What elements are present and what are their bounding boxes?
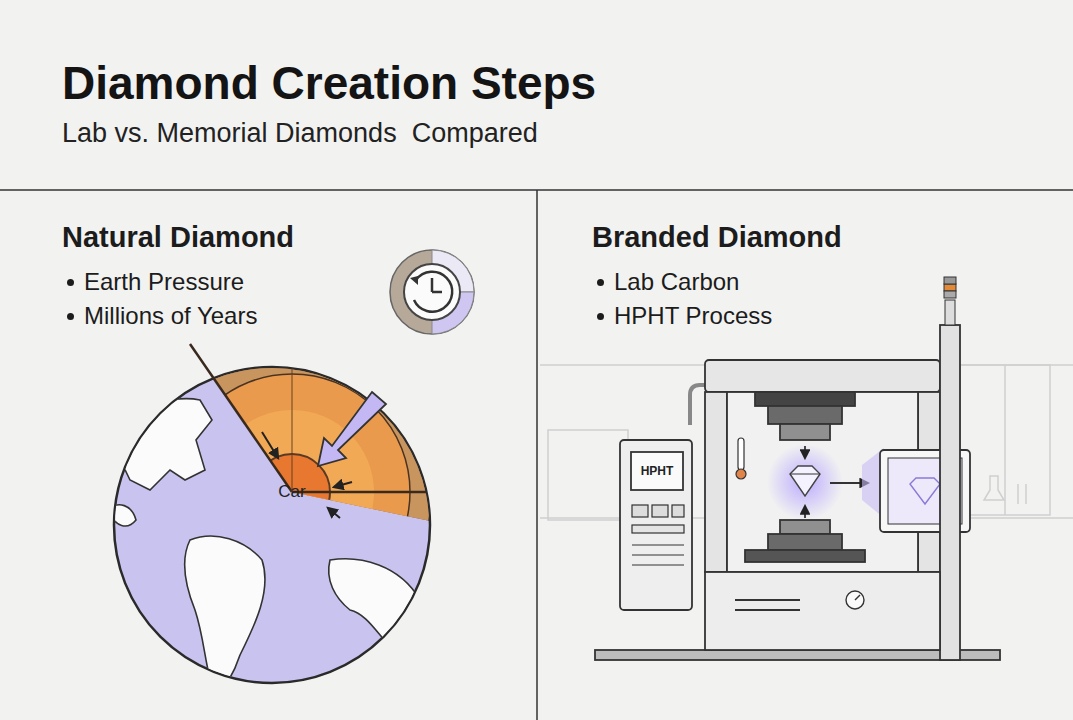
earth-globe bbox=[108, 322, 462, 700]
hpht-press bbox=[595, 277, 1000, 660]
bullet-item: Millions of Years bbox=[62, 302, 257, 330]
panel-heading: Natural Diamond bbox=[62, 221, 294, 254]
screen-label: HPHT bbox=[641, 464, 674, 478]
core-label: Car bbox=[278, 482, 305, 502]
bullet-dot bbox=[597, 313, 604, 320]
bullet-item: Earth Pressure bbox=[62, 268, 244, 296]
panel-divider bbox=[536, 190, 538, 720]
bullet-dot bbox=[597, 279, 604, 286]
bullet-dot bbox=[67, 313, 74, 320]
subtitle: Lab vs. Memorial Diamonds Compared bbox=[62, 118, 538, 149]
panel-region: Natural DiamondEarth PressureMillions of… bbox=[0, 191, 536, 720]
bullet-item: HPHT Process bbox=[592, 302, 772, 330]
panel-region: Branded DiamondLab CarbonHPHT Process bbox=[538, 191, 1073, 720]
pressure-arrow bbox=[318, 392, 386, 466]
panel-heading: Branded Diamond bbox=[592, 221, 842, 254]
bullet-item: Lab Carbon bbox=[592, 268, 739, 296]
bullet-dot bbox=[67, 279, 74, 286]
page-title: Diamond Creation Steps bbox=[62, 56, 596, 110]
time-clock-icon bbox=[390, 250, 474, 334]
